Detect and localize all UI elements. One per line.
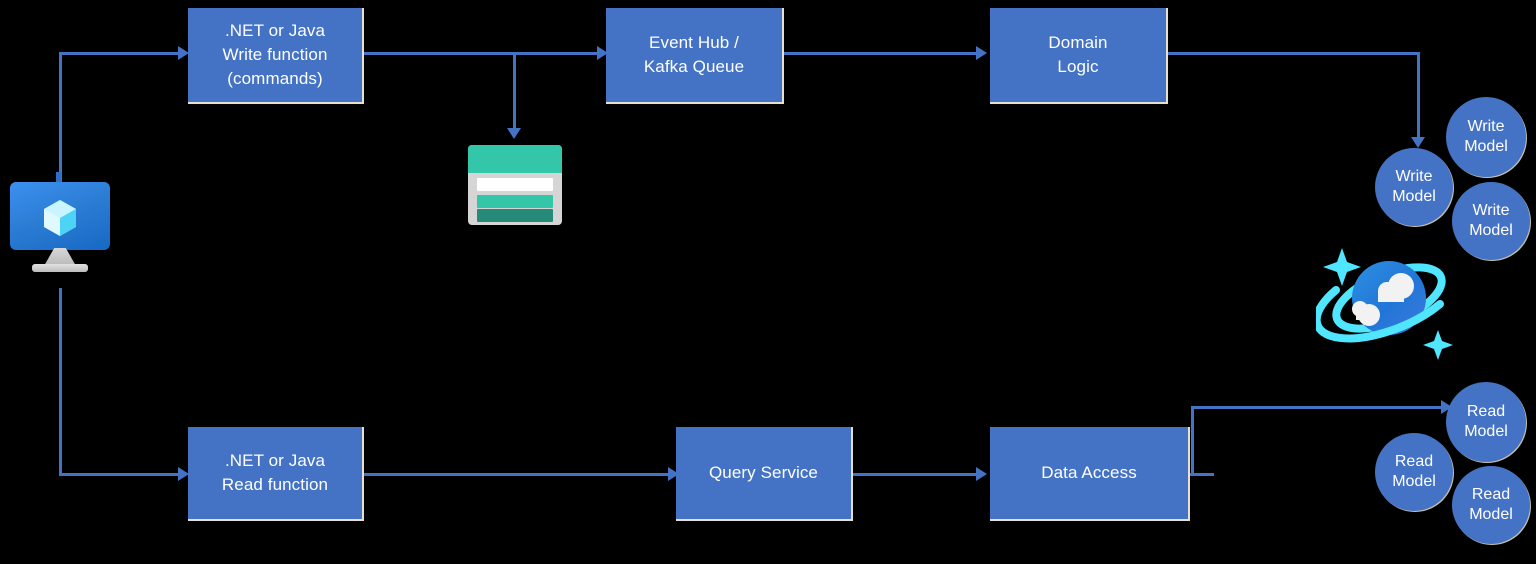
table-row — [477, 195, 553, 208]
connector-write-to-table-vertical — [513, 52, 516, 130]
read-model-circle-bottom-right[interactable]: Read Model — [1452, 466, 1530, 544]
node-read-function[interactable]: .NET or Java Read function — [188, 427, 364, 521]
connector-client-to-read-vertical — [59, 288, 62, 476]
azure-cosmos-db-icon — [1312, 238, 1466, 368]
arrowhead-to-read-function — [178, 467, 189, 481]
connector-dataaccess-to-readmodel-vertical — [1191, 406, 1194, 476]
node-domain-logic[interactable]: Domain Logic — [990, 8, 1168, 104]
read-model-circle-left[interactable]: Read Model — [1375, 433, 1453, 511]
write-model-circle-top-right[interactable]: Write Model — [1446, 97, 1526, 177]
client-neck — [56, 172, 61, 185]
connector-domain-to-writemodel-horizontal — [1168, 52, 1420, 55]
client-stand — [44, 248, 76, 266]
table-header-bar — [468, 145, 562, 173]
arrowhead-to-data-access — [976, 467, 987, 481]
connector-read-to-query — [362, 473, 672, 476]
sparkle-icon — [1423, 330, 1453, 360]
connector-client-to-read-horizontal — [59, 473, 181, 476]
cube-logo-icon — [44, 200, 76, 236]
read-model-circle-top-right[interactable]: Read Model — [1446, 382, 1526, 462]
arrowhead-to-event-hub — [597, 46, 608, 60]
connector-query-to-dataaccess — [853, 473, 977, 476]
connector-client-to-write-vertical — [59, 52, 62, 186]
arrowhead-to-table-storage — [507, 128, 521, 139]
sparkle-icon — [1323, 248, 1361, 286]
write-model-circle-bottom-right[interactable]: Write Model — [1452, 182, 1530, 260]
write-model-circle-left[interactable]: Write Model — [1375, 148, 1453, 226]
table-row — [477, 209, 553, 222]
arrowhead-to-write-model — [1411, 137, 1425, 148]
table-row — [477, 178, 553, 191]
node-event-hub[interactable]: Event Hub / Kafka Queue — [606, 8, 784, 104]
arrowhead-to-read-model — [1441, 400, 1452, 414]
node-data-access[interactable]: Data Access — [990, 427, 1190, 521]
connector-eventhub-to-domain — [784, 52, 976, 55]
arrowhead-to-write-function — [178, 46, 189, 60]
azure-client-workstation-icon — [10, 172, 110, 272]
connector-dataaccess-to-readmodel-horizontal — [1191, 406, 1444, 409]
client-screen — [10, 182, 110, 250]
node-write-function[interactable]: .NET or Java Write function (commands) — [188, 8, 364, 104]
client-base — [32, 264, 88, 272]
node-query-service[interactable]: Query Service — [676, 427, 853, 521]
connector-client-to-write-horizontal — [59, 52, 181, 55]
connector-domain-to-writemodel-vertical — [1417, 52, 1420, 140]
arrowhead-to-query-service — [668, 467, 679, 481]
connector-write-to-eventhub — [362, 52, 600, 55]
cosmos-db-planet-icon — [1312, 248, 1453, 360]
connector-dataaccess-to-readmodel-stub — [1190, 473, 1214, 476]
azure-table-storage-icon — [468, 145, 562, 225]
arrowhead-to-domain-logic — [976, 46, 987, 60]
